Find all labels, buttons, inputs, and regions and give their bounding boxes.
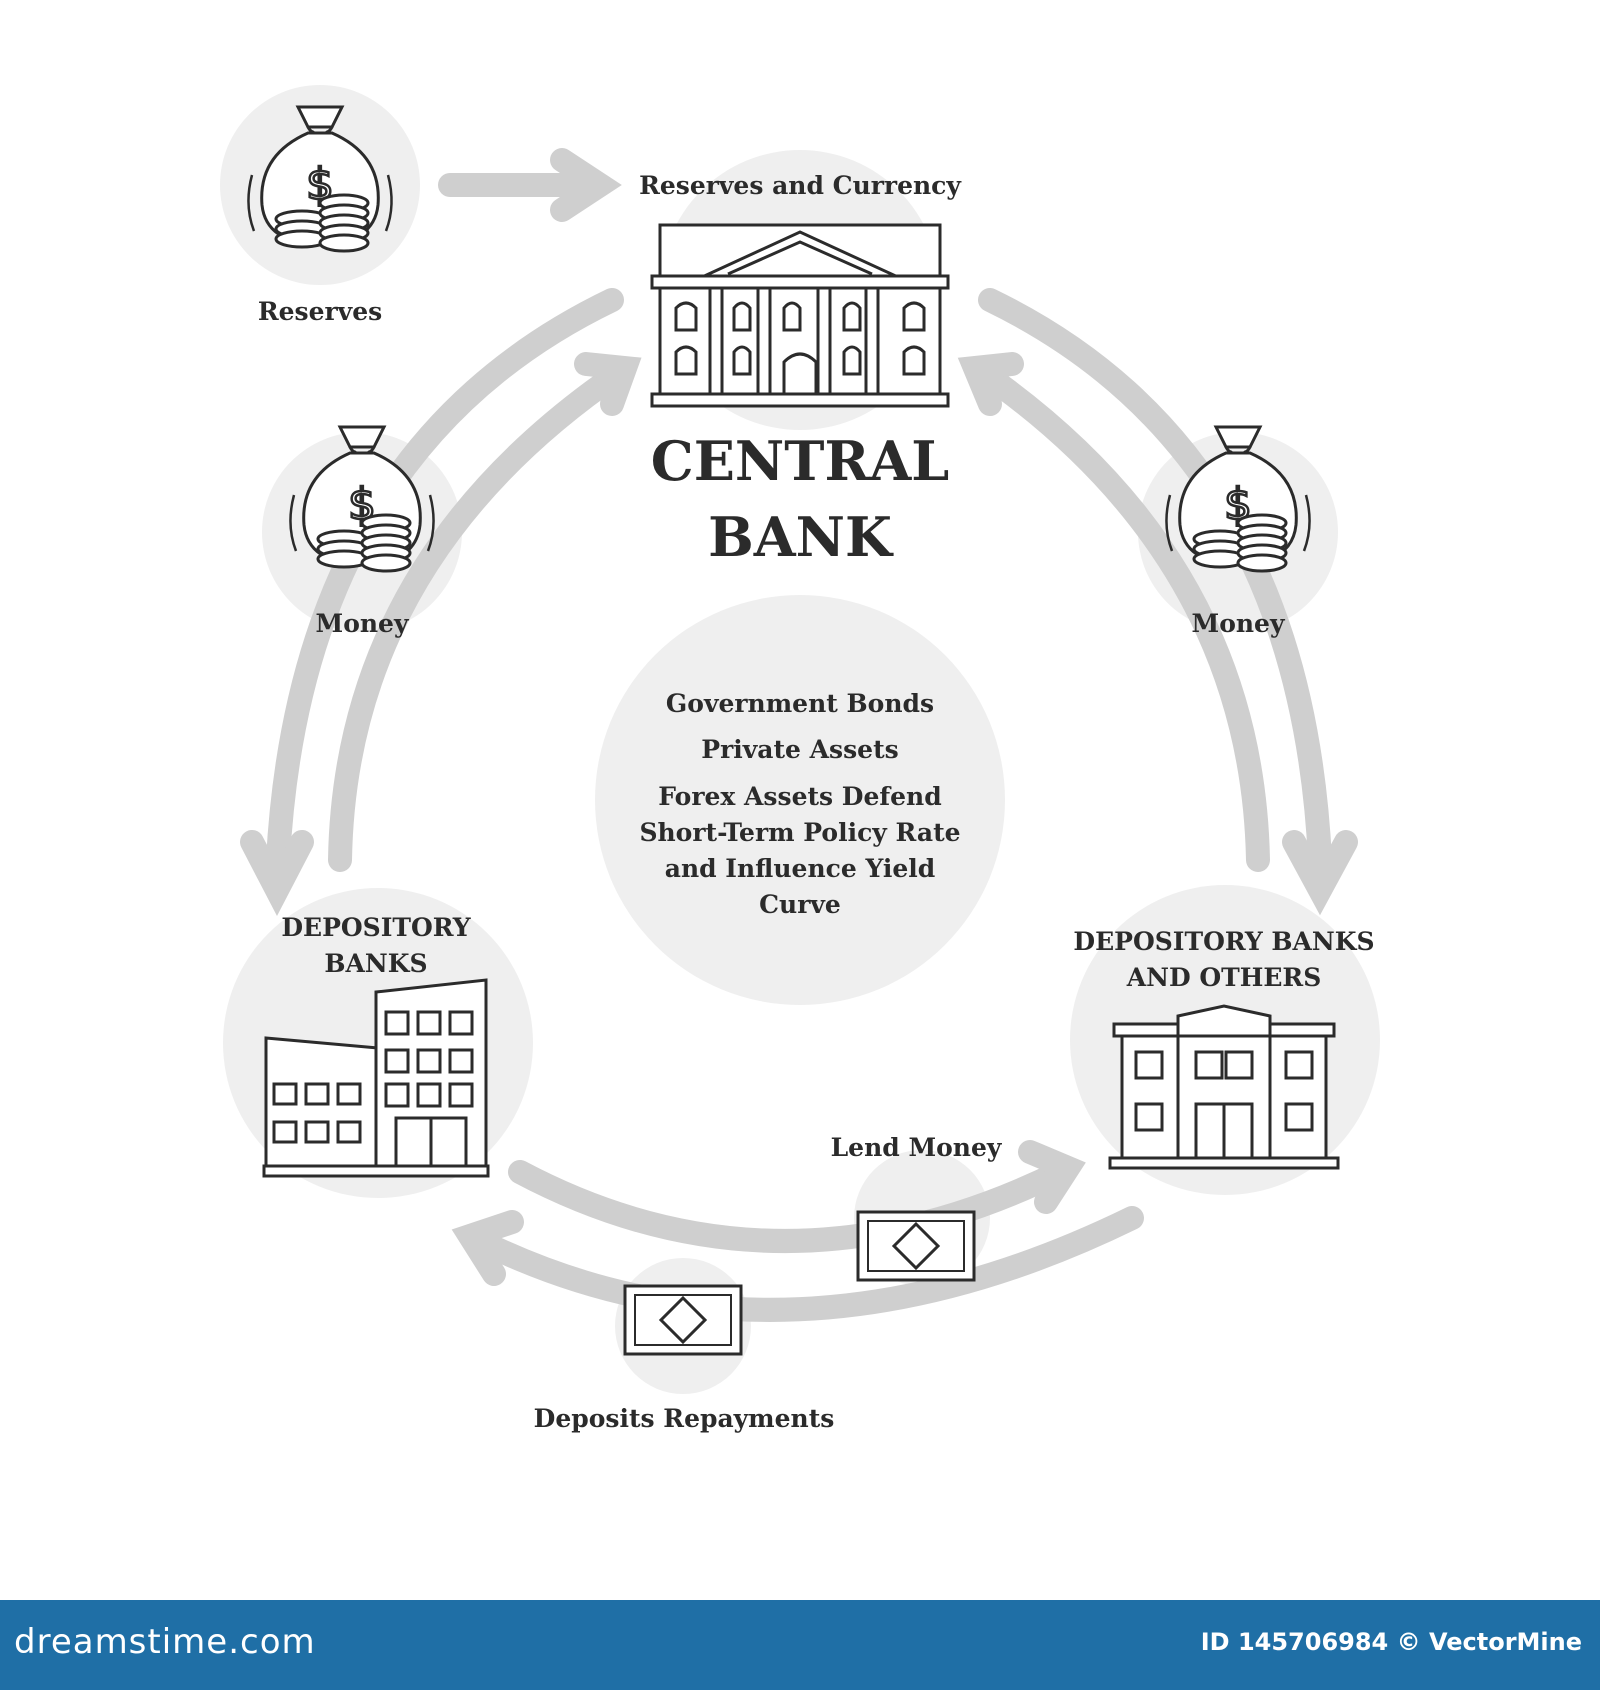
money-right-label: Money [1192,609,1286,638]
center-line-3: Forex Assets Defend [658,782,941,811]
reserves-label: Reserves [258,297,382,326]
arrow-head [451,1210,524,1286]
center-line-6: Curve [759,890,841,919]
footer-bar: dreamstime.com ID 145706984 © VectorMine [0,1600,1600,1690]
arrow-head [240,830,314,916]
center-line-1: Government Bonds [666,689,934,718]
central-bank-title-line2: BANK [708,505,894,569]
arrow-head [957,352,1024,416]
center-line-5: and Influence Yield [665,854,935,883]
banknote-icon [623,1284,743,1356]
depository-others-label-line2: AND OTHERS [1126,963,1322,992]
center-line-2: Private Assets [701,735,898,764]
central-bank-diagram: $ [220,85,1380,1433]
reserves-currency-label: Reserves and Currency [639,171,962,200]
depository-banks-label-line2: BANKS [324,949,427,978]
deposits-repayments-label: Deposits Repayments [534,1404,835,1433]
arrow-others-to-bank [970,360,1270,872]
arrow-lend-money [508,1160,1072,1253]
arrow-head [574,352,642,416]
image-id-credit: ID 145706984 © VectorMine [1200,1628,1582,1656]
arrow-head [1282,830,1358,916]
money-left-label: Money [316,609,410,638]
center-line-4: Short-Term Policy Rate [639,818,960,847]
arrow-head [1018,1140,1086,1214]
banknote-icon [856,1210,976,1282]
dreamstime-logo: dreamstime.com [14,1622,316,1662]
arrow-head [550,148,622,222]
center-assets-circle [595,595,1005,1005]
central-bank-building-icon [650,223,950,408]
depository-banks-building-icon [262,978,490,1178]
depository-banks-label-line1: DEPOSITORY [281,913,471,942]
depository-others-building-icon [1108,1004,1340,1170]
central-bank-title-line1: CENTRAL [651,429,949,493]
arrow-depository-to-bank [328,360,632,872]
lend-money-label: Lend Money [831,1133,1003,1162]
depository-others-label-line1: DEPOSITORY BANKS [1073,927,1374,956]
arrow-deposits-repayments [466,1206,1144,1322]
